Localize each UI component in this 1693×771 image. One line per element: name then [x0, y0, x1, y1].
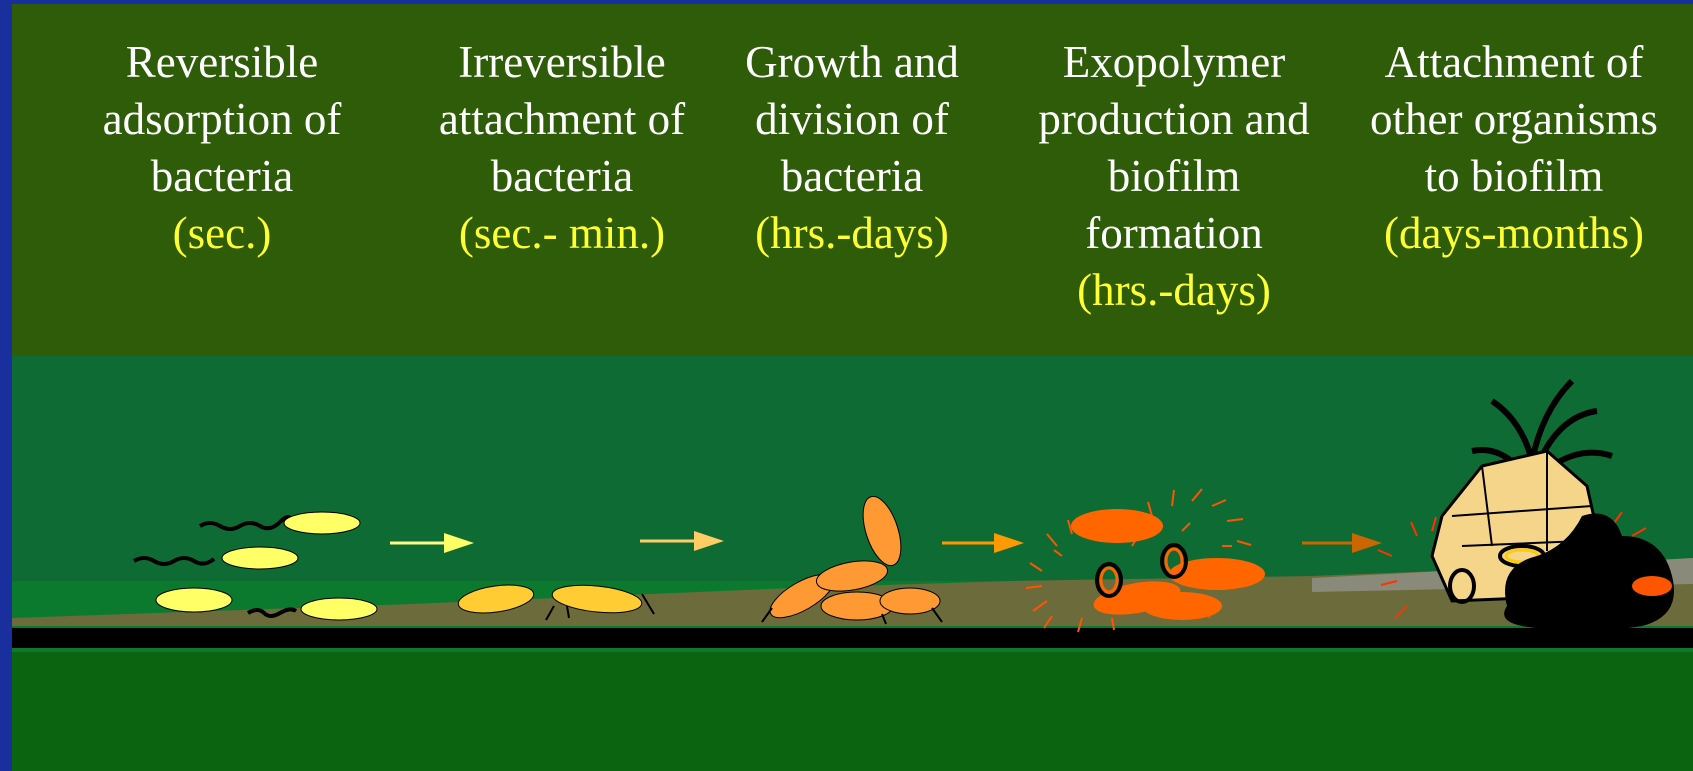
arrow-icon: [942, 533, 1024, 553]
bacterium-icon: [880, 588, 940, 614]
bacterium-icon: [856, 492, 909, 570]
bacterium-icon: [301, 598, 377, 620]
stage-5-time: (days-months): [1354, 205, 1674, 262]
arrow-icon: [1302, 533, 1382, 553]
stage-4-label: Exopolymer production and biofilm format…: [1024, 34, 1324, 319]
stage-2-label: Irreversible attachment of bacteria (sec…: [427, 34, 697, 262]
stage-5-label: Attachment of other organisms to biofilm…: [1354, 34, 1674, 262]
stage-3-time: (hrs.-days): [732, 205, 972, 262]
stage-3-bacteria: [762, 492, 942, 626]
bacterium-icon: [284, 512, 360, 534]
stage-3-label: Growth and division of bacteria (hrs.-da…: [732, 34, 972, 262]
arrow-icon: [390, 533, 474, 553]
stage-1-bacteria: [134, 512, 377, 620]
slide: Reversible adsorption of bacteria (sec.)…: [12, 4, 1693, 771]
stage-2-time: (sec.- min.): [427, 205, 697, 262]
biofilm-diagram: [12, 356, 1693, 771]
stage-5-description: Attachment of other organisms to biofilm: [1354, 34, 1674, 205]
bacterium-icon: [156, 588, 232, 612]
flagellum-icon: [134, 558, 214, 564]
stage-labels-header: Reversible adsorption of bacteria (sec.)…: [12, 4, 1693, 356]
substrate-surface: [12, 628, 1693, 648]
biofilm-scene: [12, 356, 1693, 771]
stage-4-description: Exopolymer production and biofilm format…: [1024, 34, 1324, 262]
stage-3-description: Growth and division of bacteria: [732, 34, 972, 205]
stage-1-description: Reversible adsorption of bacteria: [92, 34, 352, 205]
bacterium-icon: [1071, 509, 1163, 543]
arrow-icon: [640, 531, 724, 551]
bacterium-icon: [222, 547, 298, 569]
stage-2-description: Irreversible attachment of bacteria: [427, 34, 697, 205]
stage-1-time: (sec.): [92, 205, 352, 262]
stage-4-time: (hrs.-days): [1024, 262, 1324, 319]
flagellum-icon: [200, 517, 292, 529]
stage-1-label: Reversible adsorption of bacteria (sec.): [92, 34, 352, 262]
bacterium-icon: [1142, 592, 1222, 620]
bacterium-icon: [1632, 576, 1672, 596]
